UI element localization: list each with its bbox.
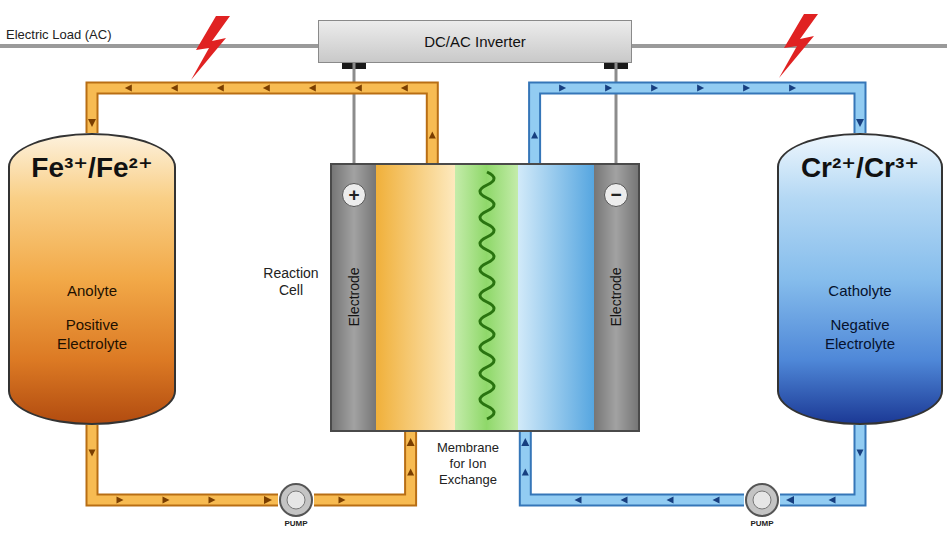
dc-wire <box>354 63 355 165</box>
wire-line <box>615 63 618 165</box>
load-wire <box>0 44 318 48</box>
tank-name: Anolyte <box>67 282 117 299</box>
flow-arrowhead <box>263 85 270 92</box>
membrane-label: Membrane for Ion Exchange <box>432 440 504 488</box>
pump: PUMP <box>278 482 314 530</box>
flow-arrowhead <box>605 85 612 92</box>
flow-arrowhead <box>309 85 316 92</box>
lightning-bolt <box>191 16 230 80</box>
flow-arrowhead <box>88 119 96 127</box>
flow-arrowhead <box>857 450 864 457</box>
electrolyte-pipe <box>521 432 744 504</box>
positive-electrolyte-chamber <box>376 165 455 430</box>
pump-outline <box>744 482 780 518</box>
flow-arrowhead <box>559 85 566 92</box>
load-label: Electric Load (AC) <box>6 27 111 42</box>
electrolyte-pipe <box>314 432 415 504</box>
reaction-cell: Reaction Cell+Electrode−Electrode <box>330 163 640 432</box>
tank-formula: Fe³⁺/Fe²⁺ <box>31 151 152 184</box>
pipe-fluid <box>780 425 860 500</box>
flow-arrowhead <box>429 132 436 139</box>
electrolyte-pipe <box>780 425 864 504</box>
pump-rotor <box>287 491 305 509</box>
pipe-wall <box>92 425 278 500</box>
polarity-sign: + <box>342 183 366 207</box>
tank-description: Positive Electrolyte <box>32 315 152 353</box>
pump-label: PUMP <box>750 519 773 528</box>
pipe-wall <box>525 432 744 500</box>
pump-body <box>746 484 778 516</box>
membrane-band <box>455 165 518 430</box>
pump-rotor <box>753 491 771 509</box>
flow-arrowhead <box>667 497 674 504</box>
wire-line <box>353 63 356 165</box>
anolyte-tank: Fe³⁺/Fe²⁺ AnolytePositive Electrolyte <box>8 133 176 425</box>
pipe-fluid <box>314 432 411 500</box>
membrane-squiggle <box>480 172 494 419</box>
flow-arrowhead <box>264 496 272 504</box>
cell-heading: Reaction Cell <box>256 265 326 299</box>
flow-arrowhead <box>786 496 794 504</box>
pipe-fluid <box>92 425 278 500</box>
dc-wire <box>616 63 617 165</box>
pump: PUMP <box>744 482 780 530</box>
flow-arrowhead <box>697 85 704 92</box>
flow-arrowhead <box>217 85 224 92</box>
flow-arrowhead <box>117 497 124 504</box>
pump-outline <box>278 482 314 518</box>
tank-name: Catholyte <box>828 282 891 299</box>
electrode-label: Electrode <box>346 267 362 326</box>
electrode-label: Electrode <box>608 267 624 326</box>
positive-electrode: + Electrode <box>332 165 376 430</box>
flow-arrowhead <box>209 497 216 504</box>
negative-electrolyte-chamber <box>518 165 594 430</box>
pipe-wall <box>780 425 860 500</box>
flow-arrowhead <box>621 497 628 504</box>
flow-arrowhead <box>407 469 414 476</box>
flow-arrowhead <box>407 438 415 446</box>
lightning-bolt <box>779 14 818 78</box>
inverter-box: DC/AC Inverter <box>318 20 632 63</box>
flow-arrowhead <box>171 85 178 92</box>
pipe-wall <box>314 432 411 500</box>
flow-arrowhead <box>531 132 538 139</box>
flow-arrowhead <box>89 450 96 457</box>
flow-arrowhead <box>575 497 582 504</box>
flow-arrowhead <box>651 85 658 92</box>
flow-arrowhead <box>829 497 836 504</box>
flow-arrowhead <box>713 497 720 504</box>
flow-arrowhead <box>789 85 796 92</box>
electrolyte-pipe <box>89 425 279 504</box>
tank-formula: Cr²⁺/Cr³⁺ <box>801 151 919 184</box>
flow-arrowhead <box>401 85 408 92</box>
flow-arrowhead <box>856 119 864 127</box>
flow-arrowhead <box>163 497 170 504</box>
tank-description: Negative Electrolyte <box>800 315 920 353</box>
flow-arrowhead <box>355 85 362 92</box>
pump-body <box>280 484 312 516</box>
catholyte-tank: Cr²⁺/Cr³⁺ CatholyteNegative Electrolyte <box>777 133 943 425</box>
pump-label: PUMP <box>284 519 307 528</box>
flow-arrowhead <box>743 85 750 92</box>
polarity-sign: − <box>604 183 628 207</box>
flow-arrowhead <box>521 438 529 446</box>
inverter-label: DC/AC Inverter <box>412 33 538 50</box>
pipe-fluid <box>525 432 744 500</box>
flow-arrowhead <box>339 497 346 504</box>
negative-electrode: − Electrode <box>594 165 638 430</box>
flow-arrowhead <box>522 469 529 476</box>
flow-arrowhead <box>125 85 132 92</box>
